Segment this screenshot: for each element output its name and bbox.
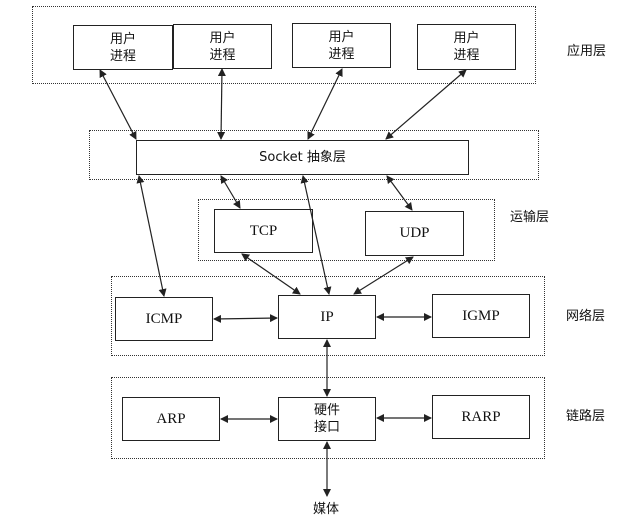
arrow-up3-socket xyxy=(307,68,343,140)
arrow-up1-socket xyxy=(99,69,137,140)
media-label: 媒体 xyxy=(313,502,340,517)
box-text: 硬件 xyxy=(313,403,340,418)
user-process-box: 用户进程 xyxy=(173,24,272,69)
arrow-icmp-ip xyxy=(213,314,278,323)
socket-layer-box: Socket 抽象层 xyxy=(136,140,469,175)
ip-box: IP xyxy=(278,295,376,339)
arrow-socket-icmp xyxy=(136,175,167,297)
arrow-udp-ip xyxy=(353,256,414,295)
box-text: 接口 xyxy=(313,420,340,435)
arp-box: ARP xyxy=(122,397,220,441)
icmp-box: ICMP xyxy=(115,297,213,341)
transport-layer-label: 运输层 xyxy=(510,210,550,225)
box-text: 用户 xyxy=(209,30,236,46)
udp-box: UDP xyxy=(365,211,464,256)
user-process-box: 用户进程 xyxy=(73,25,173,70)
box-text: 用户 xyxy=(328,29,355,45)
box-text: 进程 xyxy=(209,47,236,63)
box-text: 用户 xyxy=(109,31,136,47)
arrow-socket-ip xyxy=(300,175,332,295)
arrow-socket-tcp xyxy=(220,175,241,209)
application-layer-label: 应用层 xyxy=(567,44,607,59)
link-layer-label: 链路层 xyxy=(566,409,606,424)
arrow-up4-socket xyxy=(385,69,467,140)
box-text: 进程 xyxy=(453,48,480,63)
igmp-box: IGMP xyxy=(432,294,530,338)
network-layer-label: 网络层 xyxy=(566,309,606,324)
application-layer-frame xyxy=(32,6,536,84)
arrow-socket-udp xyxy=(386,175,413,211)
transport-layer-frame xyxy=(198,199,495,261)
user-process-box: 用户进程 xyxy=(292,23,391,68)
box-text: 进程 xyxy=(109,48,136,64)
arrow-tcp-ip xyxy=(241,253,301,295)
rarp-box: RARP xyxy=(432,395,530,439)
hardware-interface-box: 硬件接口 xyxy=(278,397,376,441)
box-text: 进程 xyxy=(328,46,355,62)
arrow-up2-socket xyxy=(217,68,226,140)
tcp-box: TCP xyxy=(214,209,313,253)
user-process-box: 用户进程 xyxy=(417,24,516,70)
box-text: 用户 xyxy=(453,31,480,46)
